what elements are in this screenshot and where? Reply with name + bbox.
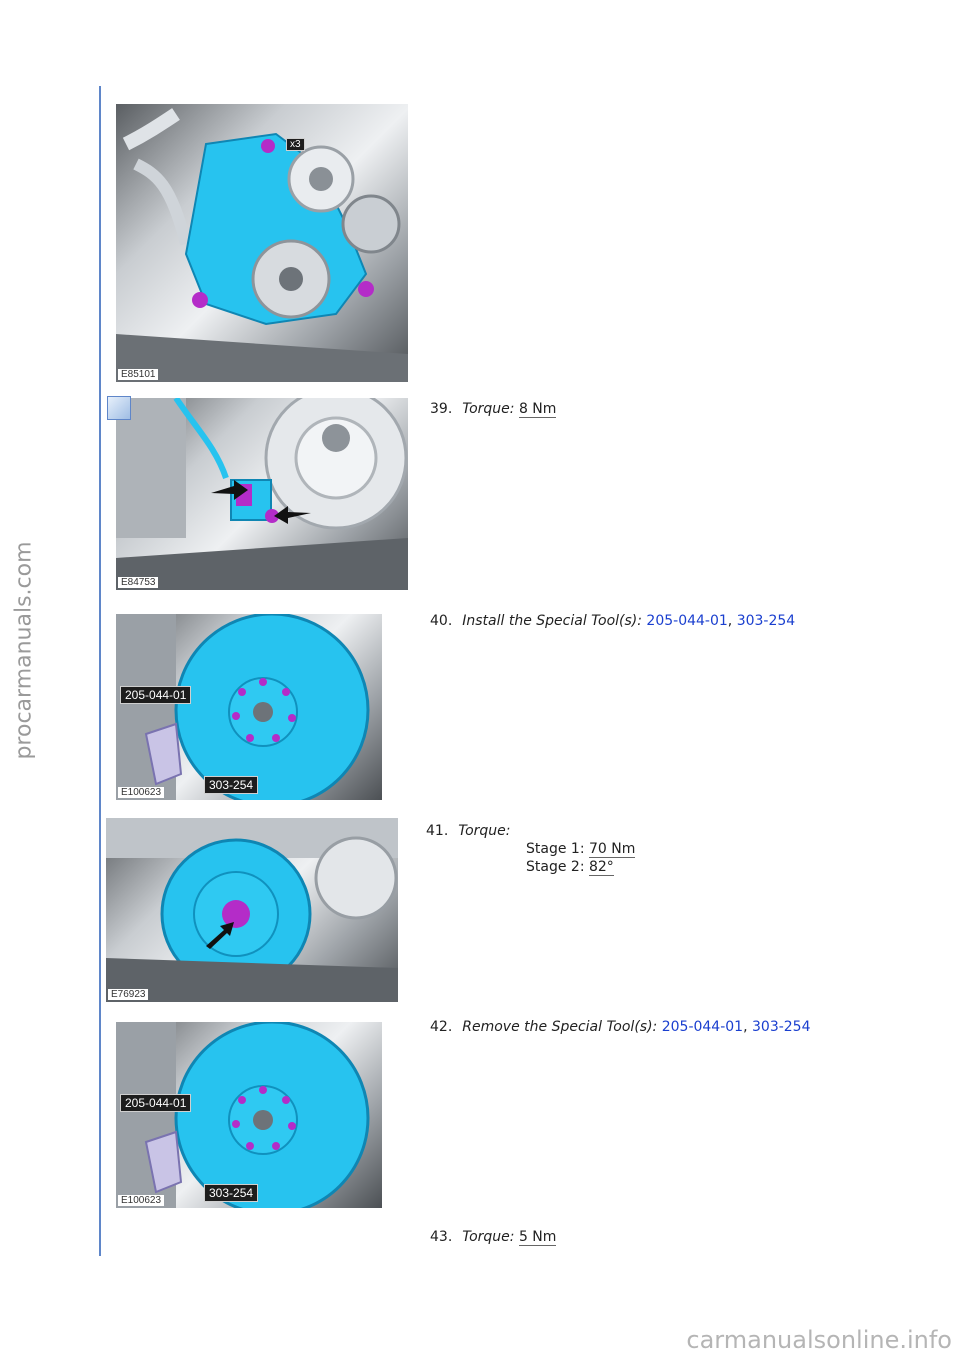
torque-value[interactable]: 5 Nm: [518, 1229, 557, 1246]
torque-stage-2: Stage 2: 82°: [526, 858, 614, 876]
remove-tool-illustration: [116, 1022, 370, 1208]
torque-value[interactable]: 8 Nm: [518, 401, 557, 418]
figure-front-cover: x3 E85101: [116, 104, 408, 382]
side-watermark-text: procarmanuals.com: [11, 540, 37, 760]
stage-label: Stage 2:: [526, 859, 585, 875]
stage-value[interactable]: 70 Nm: [588, 841, 636, 858]
figure-3-code: E100623: [118, 787, 165, 798]
step-number: 43.: [430, 1229, 453, 1245]
tool-separator: ,: [727, 613, 733, 629]
figure-2-code: E84753: [118, 577, 159, 588]
zoom-icon[interactable]: [107, 396, 131, 420]
step-label: Torque:: [458, 823, 511, 839]
figure-install-tool: 205-044-01 303-254 E100623: [116, 614, 382, 800]
figure-remove-tool: 205-044-01 303-254 E100623: [116, 1022, 382, 1208]
special-tool-link-205-044-01[interactable]: 205-044-01: [646, 613, 728, 629]
figure-5-callout-1: 205-044-01: [120, 1094, 192, 1112]
figure-1-code: E85101: [118, 369, 159, 380]
tool-separator: ,: [743, 1019, 748, 1035]
figure-bracket-bolts: E84753: [116, 398, 408, 590]
step-label: Install the Special Tool(s):: [462, 613, 642, 629]
special-tool-link-205-044-01[interactable]: 205-044-01: [661, 1019, 744, 1035]
side-watermark: procarmanuals.com: [4, 520, 44, 780]
stage-label: Stage 1:: [526, 841, 585, 857]
figure-4-code: E76923: [108, 989, 149, 1000]
step-39: 39. Torque: 8 Nm: [430, 400, 557, 418]
left-margin-rule: [99, 86, 101, 1256]
bracket-bolts-illustration: [116, 398, 408, 590]
figure-3-callout-1: 205-044-01: [120, 686, 192, 704]
special-tool-link-303-254[interactable]: 303-254: [736, 613, 796, 629]
figure-5-code: E100623: [118, 1195, 165, 1206]
step-label: Torque:: [462, 401, 515, 417]
figure-3-callout-2: 303-254: [204, 776, 259, 794]
front-cover-illustration: [116, 108, 408, 382]
footer-watermark: carmanualsonline.info: [686, 1326, 952, 1354]
step-43: 43. Torque: 5 Nm: [430, 1228, 557, 1246]
figure-1-callout: x3: [286, 138, 305, 151]
figure-5-callout-2: 303-254: [204, 1184, 259, 1202]
pulley-bolt-illustration: [106, 818, 398, 1002]
step-42: 42. Remove the Special Tool(s): 205-044-0…: [430, 1018, 811, 1036]
step-40: 40. Install the Special Tool(s): 205-044-…: [430, 612, 795, 630]
step-label: Torque:: [462, 1229, 515, 1245]
step-number: 41.: [426, 823, 449, 839]
install-tool-illustration: [116, 614, 370, 800]
step-number: 39.: [430, 401, 453, 417]
step-number: 42.: [430, 1019, 453, 1035]
stage-value[interactable]: 82°: [588, 859, 614, 876]
torque-stage-1: Stage 1: 70 Nm: [526, 840, 636, 858]
step-label: Remove the Special Tool(s):: [462, 1019, 658, 1035]
figure-pulley-bolt: E76923: [106, 818, 398, 1002]
step-number: 40.: [430, 613, 453, 629]
step-41: 41. Torque:: [426, 822, 511, 840]
special-tool-link-303-254[interactable]: 303-254: [752, 1019, 811, 1035]
